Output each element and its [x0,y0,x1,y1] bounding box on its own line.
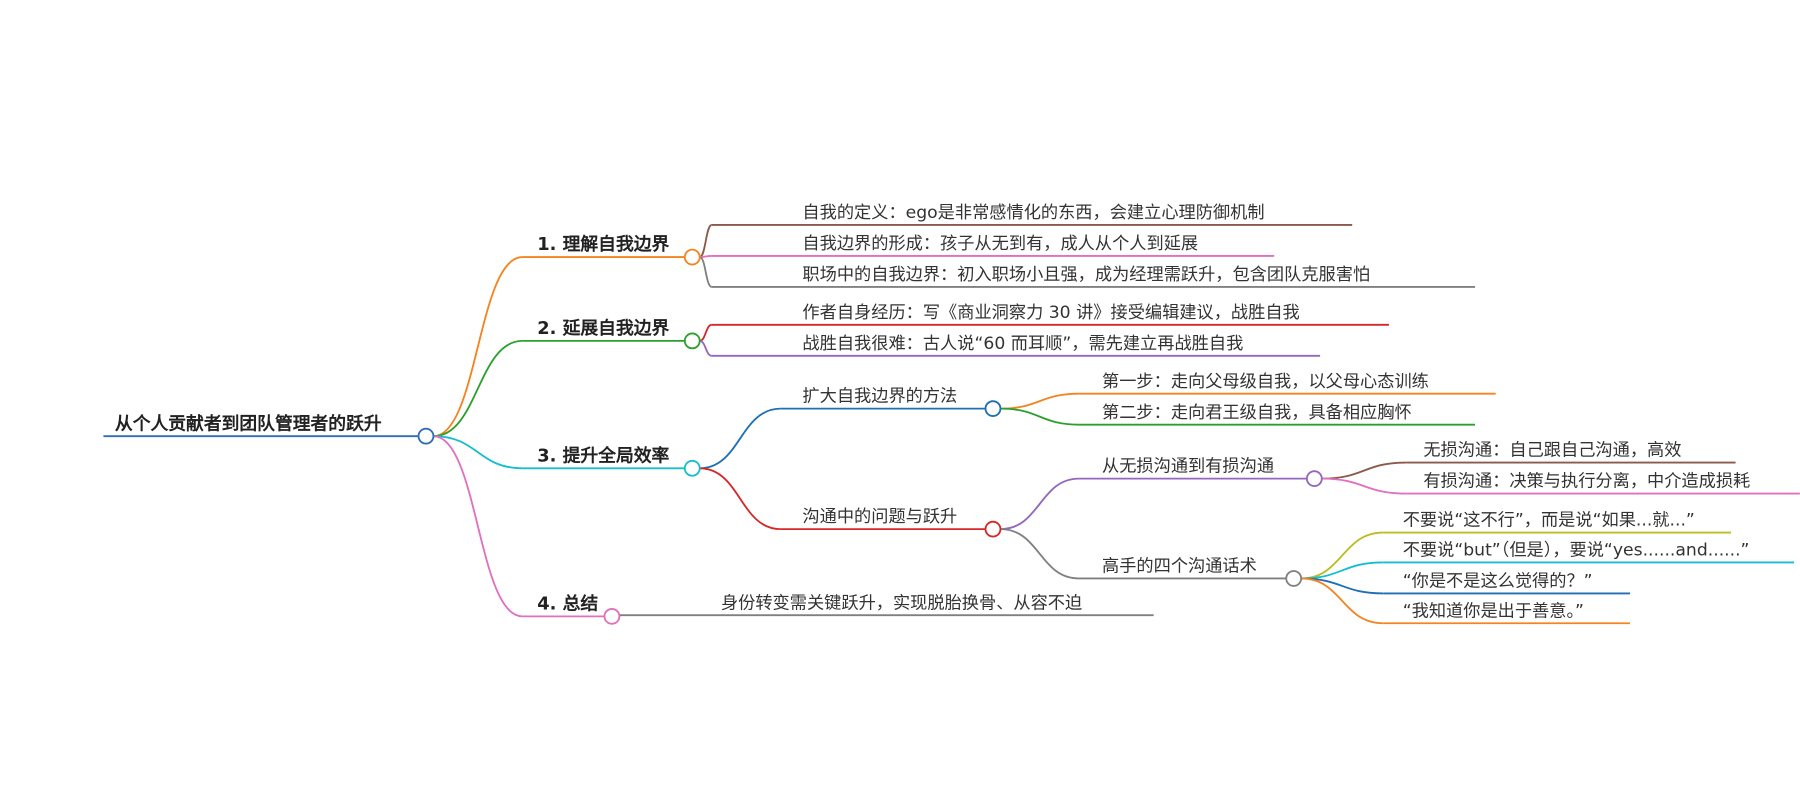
connector-branches-1 [433,339,523,438]
node-label-branches-2-children-0[interactable]: 扩大自我边界的方法 [802,387,957,407]
connector-branches-2-children-1-children-0 [1000,477,1080,531]
connector-branches-2-children-0-children-0 [1000,392,1080,410]
connector-branches-2-children-1-children-1-children-3 [1301,577,1384,625]
node-label-branches-2-children-1-children-1-children-1[interactable]: 不要说“but”（但是），要说“yes......and......” [1403,541,1750,561]
connector-branches-1-children-0 [699,323,713,342]
node-label-branches-0-children-1[interactable]: 自我边界的形成：孩子从无到有，成人从个人到延展 [802,234,1198,254]
node-label-branches-0-children-0[interactable]: 自我的定义：ego是非常感情化的东西，会建立心理防御机制 [802,203,1264,223]
node-label-branches-3[interactable]: 4. 总结 [537,592,598,614]
node-label-branches-1-children-1[interactable]: 战胜自我很难：古人说“60 而耳顺”，需先建立再战胜自我 [802,334,1243,354]
node-label-branches-2-children-1-children-1-children-3[interactable]: “我知道你是出于善意。” [1403,601,1584,621]
collapse-toggle-branches-2-children-1[interactable] [984,520,1002,538]
connector-branches-2-children-1 [699,467,781,531]
collapse-toggle-branches-2-children-0[interactable] [984,400,1002,417]
connector-branches-0-children-2 [699,256,713,288]
node-label-branches-2-children-1-children-1-children-2[interactable]: “你是不是这么觉得的？” [1403,572,1593,592]
node-label-branches-2-children-0-children-1[interactable]: 第二步：走向君王级自我，具备相应胸怀 [1102,403,1412,423]
connector-branches-2-children-1-children-1-children-0 [1301,531,1384,580]
connector-branches-0 [433,256,523,438]
collapse-toggle-branches-1[interactable] [683,332,701,350]
node-label-branches-3-children-0[interactable]: 身份转变需关键跃升，实现脱胎换骨、从容不迫 [721,593,1082,613]
node-label-branches-0[interactable]: 1. 理解自我边界 [537,233,669,255]
node-label-branches-0-children-2[interactable]: 职场中的自我边界：初入职场小且强，成为经理需跃升，包含团队克服害怕 [802,265,1370,285]
node-label-branches-2-children-1-children-1-children-0[interactable]: 不要说“这不行”，而是说“如果...就...” [1403,511,1695,531]
connector-branches-1-children-1 [699,339,713,357]
connector-branches-3 [433,435,523,618]
connector-branches-0-children-0 [699,224,713,259]
connector-branches-2-children-0 [699,407,781,470]
connector-branches-2-children-0-children-1 [1000,407,1080,426]
connector-branches-2-children-1-children-0-children-1 [1321,477,1407,495]
node-label-branches-2-children-1-children-0-children-0[interactable]: 无损沟通：自己跟自己沟通，高效 [1423,441,1681,461]
node-label-branches-2-children-1-children-0[interactable]: 从无损沟通到有损沟通 [1102,457,1274,477]
collapse-toggle-root[interactable] [417,427,435,445]
node-label-branches-2-children-1-children-0-children-1[interactable]: 有损沟通：决策与执行分离，中介造成损耗 [1423,472,1750,492]
collapse-toggle-branches-0[interactable] [683,248,701,266]
collapse-toggle-branches-3[interactable] [603,607,621,625]
node-label-branches-2-children-0-children-0[interactable]: 第一步：走向父母级自我，以父母心态训练 [1102,372,1429,392]
collapse-toggle-branches-2-children-1-children-0[interactable] [1305,470,1323,488]
collapse-toggle-branches-2[interactable] [683,459,701,477]
connector-branches-2 [433,435,523,470]
node-label-branches-1-children-0[interactable]: 作者自身经历：写《商业洞察力 30 讲》接受编辑建议，战胜自我 [802,303,1299,323]
node-label-root[interactable]: 从个人贡献者到团队管理者的跃升 [115,412,382,434]
connector-branches-2-children-1-children-0-children-0 [1321,461,1407,480]
node-label-branches-2-children-1-children-1[interactable]: 高手的四个沟通话术 [1102,557,1257,577]
connector-branches-2-children-1-children-1 [1000,528,1080,580]
node-label-branches-1[interactable]: 2. 延展自我边界 [537,317,669,339]
node-label-branches-2-children-1[interactable]: 沟通中的问题与跃升 [802,507,957,527]
node-label-branches-2[interactable]: 3. 提升全局效率 [537,444,669,466]
collapse-toggle-branches-2-children-1-children-1[interactable] [1285,570,1303,587]
